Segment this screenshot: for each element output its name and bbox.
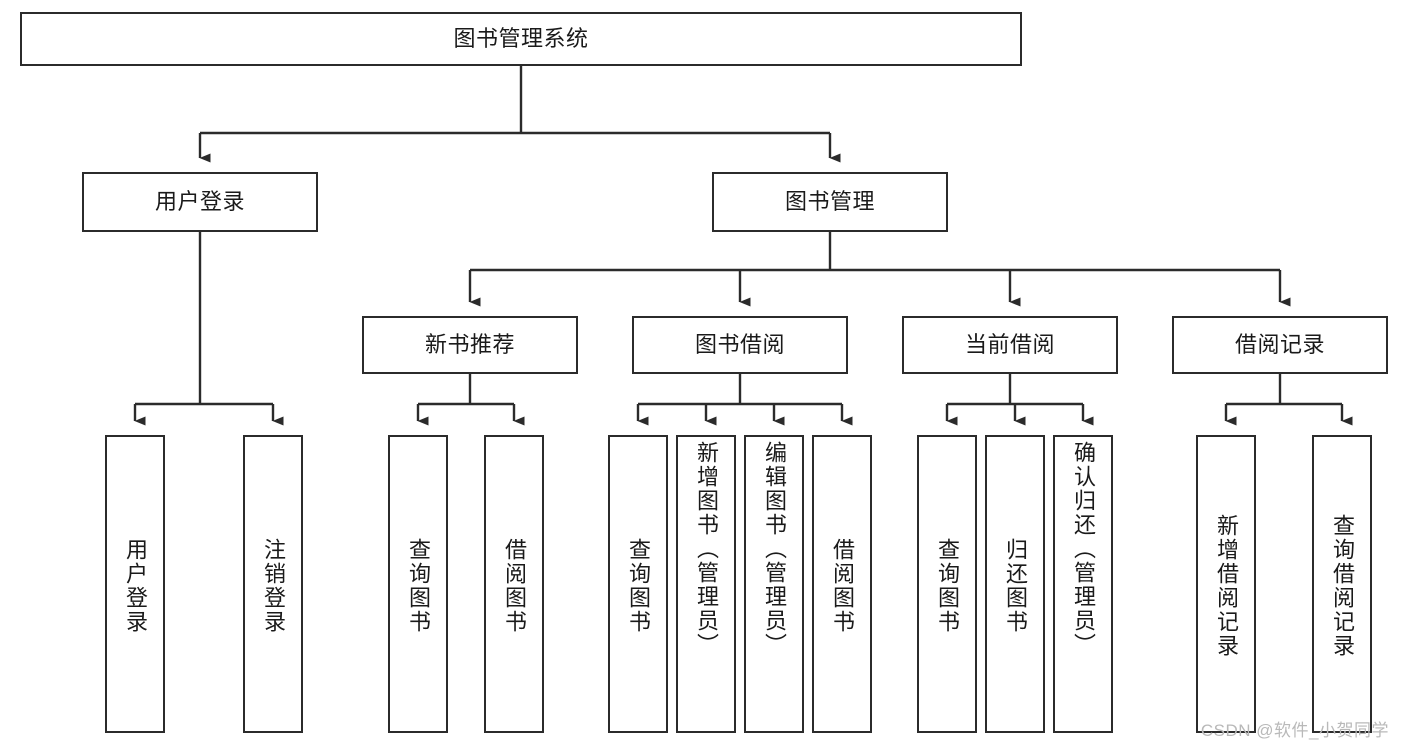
node-borrow-record[interactable]: 借阅记录 bbox=[1172, 316, 1388, 374]
node-current-borrow-label: 当前借阅 bbox=[964, 331, 1055, 357]
node-leaf-borrow-book-1-label: 借阅图书 bbox=[502, 538, 527, 634]
node-leaf-return-book-label: 归还图书 bbox=[1003, 538, 1028, 634]
node-root-system[interactable]: 图书管理系统 bbox=[20, 12, 1022, 66]
node-book-management-label: 图书管理 bbox=[784, 188, 875, 214]
node-leaf-user-logout[interactable]: 注销登录 bbox=[243, 435, 303, 733]
node-leaf-add-book[interactable]: 新增图书（管理员） bbox=[676, 435, 736, 733]
node-leaf-query-book-3-label: 查询图书 bbox=[935, 538, 960, 634]
node-book-management[interactable]: 图书管理 bbox=[712, 172, 948, 232]
node-leaf-confirm-return-label: 确认归还（管理员） bbox=[1071, 441, 1096, 657]
csdn-watermark: CSDN @软件_小贺同学 bbox=[1200, 721, 1389, 740]
node-new-book-recommend-label: 新书推荐 bbox=[424, 331, 515, 357]
node-leaf-borrow-book-1[interactable]: 借阅图书 bbox=[484, 435, 544, 733]
node-user-login-label: 用户登录 bbox=[154, 188, 245, 214]
node-book-borrow[interactable]: 图书借阅 bbox=[632, 316, 848, 374]
node-new-book-recommend[interactable]: 新书推荐 bbox=[362, 316, 578, 374]
node-leaf-query-book-1-label: 查询图书 bbox=[406, 538, 431, 634]
node-leaf-query-record[interactable]: 查询借阅记录 bbox=[1312, 435, 1372, 733]
node-current-borrow[interactable]: 当前借阅 bbox=[902, 316, 1118, 374]
node-root-system-label: 图书管理系统 bbox=[453, 25, 589, 51]
node-leaf-edit-book[interactable]: 编辑图书（管理员） bbox=[744, 435, 804, 733]
node-leaf-user-login[interactable]: 用户登录 bbox=[105, 435, 165, 733]
node-leaf-add-record[interactable]: 新增借阅记录 bbox=[1196, 435, 1256, 733]
node-leaf-borrow-book-2-label: 借阅图书 bbox=[830, 538, 855, 634]
node-leaf-borrow-book-2[interactable]: 借阅图书 bbox=[812, 435, 872, 733]
node-leaf-query-book-3[interactable]: 查询图书 bbox=[917, 435, 977, 733]
node-leaf-edit-book-label: 编辑图书（管理员） bbox=[762, 441, 787, 657]
node-leaf-query-record-label: 查询借阅记录 bbox=[1330, 514, 1355, 658]
node-leaf-query-book-2-label: 查询图书 bbox=[626, 538, 651, 634]
node-leaf-user-logout-label: 注销登录 bbox=[261, 538, 286, 634]
node-borrow-record-label: 借阅记录 bbox=[1234, 331, 1325, 357]
node-leaf-user-login-label: 用户登录 bbox=[123, 538, 148, 634]
node-leaf-query-book-2[interactable]: 查询图书 bbox=[608, 435, 668, 733]
node-leaf-add-record-label: 新增借阅记录 bbox=[1214, 514, 1239, 658]
node-leaf-confirm-return[interactable]: 确认归还（管理员） bbox=[1053, 435, 1113, 733]
node-book-borrow-label: 图书借阅 bbox=[694, 331, 785, 357]
node-leaf-return-book[interactable]: 归还图书 bbox=[985, 435, 1045, 733]
node-leaf-add-book-label: 新增图书（管理员） bbox=[694, 441, 719, 657]
node-leaf-query-book-1[interactable]: 查询图书 bbox=[388, 435, 448, 733]
node-user-login[interactable]: 用户登录 bbox=[82, 172, 318, 232]
